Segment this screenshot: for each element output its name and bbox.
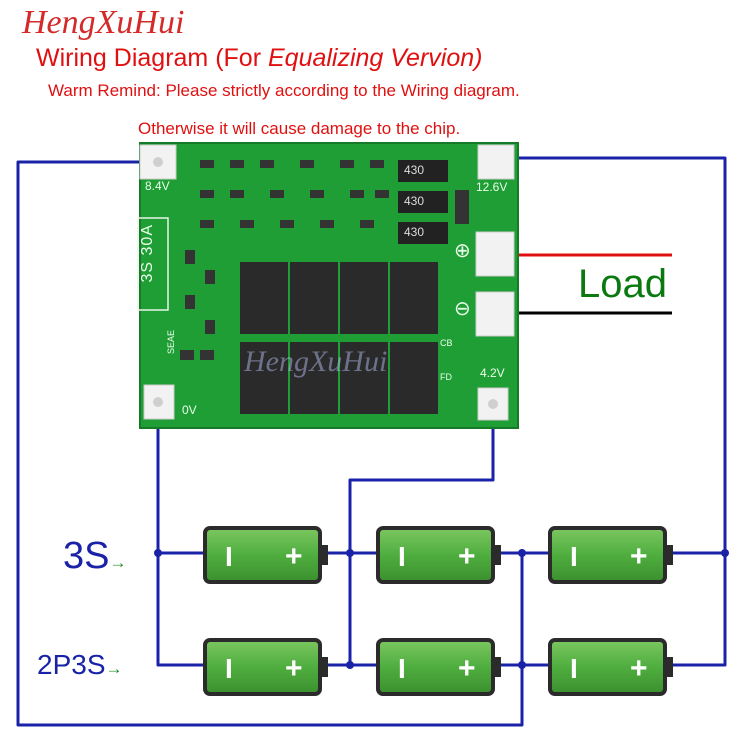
plus-symbol: ⊕ xyxy=(454,240,471,262)
resistor-code-1: 430 xyxy=(404,163,425,177)
pad-label-12v6: 12.6V xyxy=(476,180,508,194)
side-mark-fd: FD xyxy=(440,372,452,382)
battery-positive-mark: + xyxy=(285,652,303,685)
battery-negative-mark: I xyxy=(398,653,406,684)
side-mark-cb: CB xyxy=(440,338,453,348)
battery-positive-mark: + xyxy=(458,540,476,573)
arrow-icon: → xyxy=(105,659,123,678)
board-watermark: HengXuHui xyxy=(244,345,388,378)
battery-positive-mark: + xyxy=(458,652,476,685)
load-label: Load xyxy=(578,262,667,306)
batteries: I+I+I+I+I+I+ xyxy=(203,526,673,696)
pad-plus xyxy=(475,231,515,277)
board-tag: SEAE xyxy=(166,330,176,355)
board-model-label: 3S 30A xyxy=(139,224,156,283)
pad-12v6 xyxy=(477,144,515,180)
row-label-3s-text: 3S xyxy=(63,535,110,577)
battery-positive-mark: + xyxy=(630,540,648,573)
battery-positive-mark: + xyxy=(630,652,648,685)
row-label-3s: 3S→ xyxy=(63,535,126,578)
pad-label-4v2: 4.2V xyxy=(480,366,505,380)
arrow-icon: → xyxy=(109,553,127,572)
battery-negative-mark: I xyxy=(225,653,233,684)
battery-negative-mark: I xyxy=(225,541,233,572)
row-label-2p3s: 2P3S→ xyxy=(37,649,123,681)
wire-0v xyxy=(156,403,208,667)
junction-dots xyxy=(154,549,729,669)
mosfets xyxy=(240,262,438,414)
battery-cell: I+ xyxy=(203,638,328,696)
wire-12v6 xyxy=(500,156,727,555)
resistor-code-3: 430 xyxy=(404,225,425,239)
row-label-2p3s-text: 2P3S xyxy=(37,649,106,680)
wire-12v6-b xyxy=(670,553,727,667)
diagram-title: Wiring Diagram (For Equalizing Vervion) xyxy=(36,44,482,73)
wire-4v2 xyxy=(348,420,495,665)
battery-positive-mark: + xyxy=(285,540,303,573)
minus-symbol: ⊖ xyxy=(454,298,471,320)
pad-minus xyxy=(475,291,515,337)
brand-logo: HengXuHui xyxy=(22,4,185,41)
smd-components xyxy=(180,160,469,360)
pad-label-0v: 0V xyxy=(182,403,197,417)
bms-board xyxy=(137,142,519,429)
pad-label-8v4: 8.4V xyxy=(145,179,170,193)
battery-cell: I+ xyxy=(203,526,328,584)
battery-cell: I+ xyxy=(548,638,673,696)
title-prefix: Wiring Diagram (For xyxy=(36,44,268,72)
battery-negative-mark: I xyxy=(570,541,578,572)
remind-text: Warm Remind: Please strictly according t… xyxy=(48,81,520,100)
battery-negative-mark: I xyxy=(570,653,578,684)
shunt-resistors xyxy=(398,160,448,244)
title-italic: Equalizing Vervion) xyxy=(267,44,483,72)
resistor-code-2: 430 xyxy=(404,194,425,208)
battery-negative-mark: I xyxy=(398,541,406,572)
battery-cell: I+ xyxy=(376,526,501,584)
warning-text: Otherwise it will cause damage to the ch… xyxy=(138,119,461,138)
battery-cell: I+ xyxy=(376,638,501,696)
battery-cell: I+ xyxy=(548,526,673,584)
